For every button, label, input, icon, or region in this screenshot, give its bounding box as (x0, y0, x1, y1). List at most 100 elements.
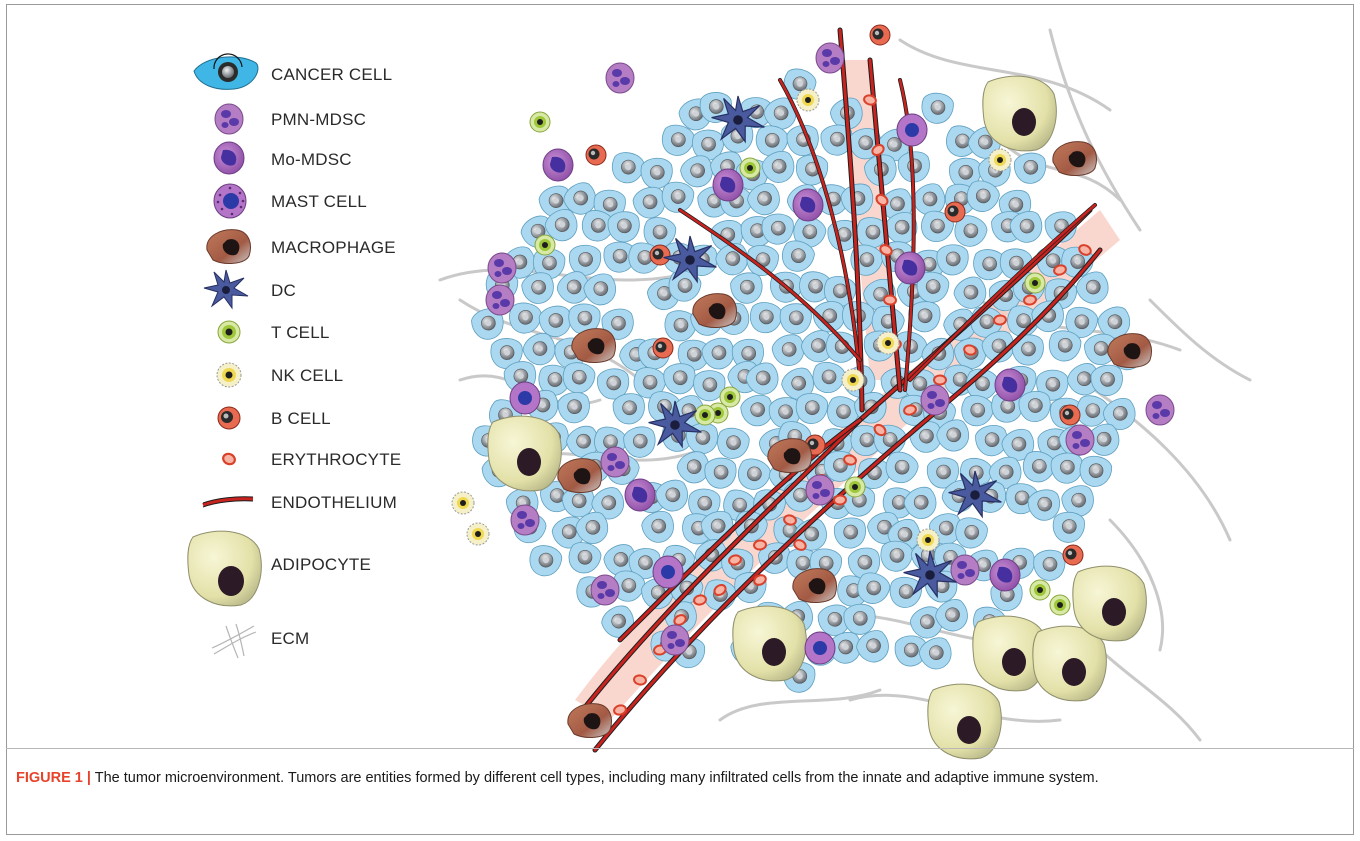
cancer-cell (857, 572, 891, 604)
mast-cell (804, 631, 836, 665)
cancer-cell (730, 272, 763, 304)
cancer-cell (655, 479, 688, 512)
cancer-cell (611, 152, 645, 184)
cancer-cell (641, 510, 674, 543)
pmn-mdsc (660, 624, 690, 656)
b-cell-icon (217, 406, 241, 430)
erythrocyte (873, 423, 887, 437)
erythrocyte (993, 314, 1007, 326)
mo-mdsc (624, 478, 656, 512)
t-cell-icon (217, 320, 241, 344)
adipocyte (982, 75, 1057, 152)
cancer-cell (688, 488, 721, 520)
cancer-cell (731, 338, 764, 370)
cancer-cell (1031, 300, 1064, 332)
erythrocyte (673, 614, 687, 626)
cancer-cell (661, 181, 695, 213)
cancer-cell (1009, 210, 1043, 243)
cancer-cell (538, 305, 572, 337)
cancer-cell (1090, 364, 1123, 396)
cancer-cell (843, 603, 876, 635)
t-cell (1024, 272, 1046, 294)
figure-caption: FIGURE 1 | The tumor microenvironment. T… (16, 768, 1336, 789)
t-cell (719, 386, 741, 408)
cancer-cell (603, 544, 637, 577)
pmn-mdsc (950, 554, 980, 586)
cancer-cell (828, 631, 861, 664)
t-cell (739, 157, 761, 179)
erythrocyte (879, 244, 893, 256)
cancer-cell (926, 457, 959, 489)
pmn-mdsc (1145, 394, 1175, 426)
figure-frame (6, 4, 1354, 835)
t-cell (694, 404, 716, 426)
erythrocyte (875, 193, 889, 207)
adipocyte-icon (187, 530, 262, 607)
macrophage (557, 458, 602, 493)
legend-label-nk-cell: NK CELL (271, 366, 344, 385)
cancer-cell (704, 457, 737, 489)
erythrocyte (1023, 294, 1037, 306)
erythrocyte (753, 539, 767, 551)
cancer-cell (936, 244, 969, 276)
mast-cell (509, 381, 541, 415)
mo-mdsc (994, 368, 1026, 402)
cancer-cell (793, 216, 827, 248)
cancer-cell (1102, 397, 1136, 430)
pmn-mdsc (605, 62, 635, 94)
legend-label-adipocyte: ADIPOCYTE (271, 555, 372, 574)
nk-cell-icon (216, 362, 242, 388)
dendritic-cell (948, 470, 1002, 519)
cancer-cell (817, 604, 851, 636)
cancer-cell (643, 217, 677, 249)
cancer-cell (763, 97, 797, 130)
cancer-cell (471, 308, 504, 340)
dendritic-cell (711, 95, 765, 144)
cancer-cell (936, 419, 970, 452)
cancer-cell (746, 244, 779, 276)
legend-label-dc: DC (271, 281, 296, 300)
cancer-cell (935, 599, 968, 632)
cancer-cell (1065, 306, 1099, 338)
cancer-cell (768, 397, 801, 429)
b-cell (649, 244, 671, 266)
cancer-cell (1076, 395, 1110, 427)
cancer-cell (680, 155, 713, 188)
cancer-cell (694, 539, 728, 572)
cancer-cell (1067, 363, 1100, 396)
cancer-cell (569, 244, 602, 276)
endothelium-icon (202, 496, 254, 508)
erythrocyte (793, 539, 807, 551)
adipocytes (487, 75, 1147, 760)
pmn-mdsc (805, 474, 835, 506)
pmn-mdsc (510, 504, 540, 536)
cancer-cell (521, 272, 554, 304)
cancer-cell (1014, 152, 1047, 184)
b-cell (1059, 404, 1081, 426)
erythrocyte (783, 514, 797, 526)
cancer-cell (509, 302, 542, 334)
cancer-cell (856, 217, 890, 249)
cancer-cell (562, 362, 596, 394)
legend-label-macrophage: MACROPHAGE (271, 238, 396, 257)
pmn-mdsc (920, 384, 950, 416)
nk-cell (796, 88, 820, 112)
cancer-cell (663, 363, 696, 395)
cancer-cell (1033, 549, 1066, 581)
b-cell (944, 201, 966, 223)
mo-mdsc (542, 148, 574, 182)
adipocyte (1072, 565, 1147, 642)
cancer-cell (1075, 271, 1109, 304)
cancer-cell (522, 333, 556, 366)
cancer-cell (912, 183, 946, 216)
erythrocyte (863, 94, 877, 106)
macrophage (567, 703, 612, 738)
cancer-cell (903, 486, 937, 519)
b-cell (585, 144, 607, 166)
cancer-cell (747, 183, 780, 216)
cancer-cell (490, 338, 523, 370)
cancer-cell (640, 157, 673, 189)
cancer-cell (612, 393, 645, 425)
erythrocyte (883, 294, 897, 306)
cancer-cell (692, 129, 725, 161)
